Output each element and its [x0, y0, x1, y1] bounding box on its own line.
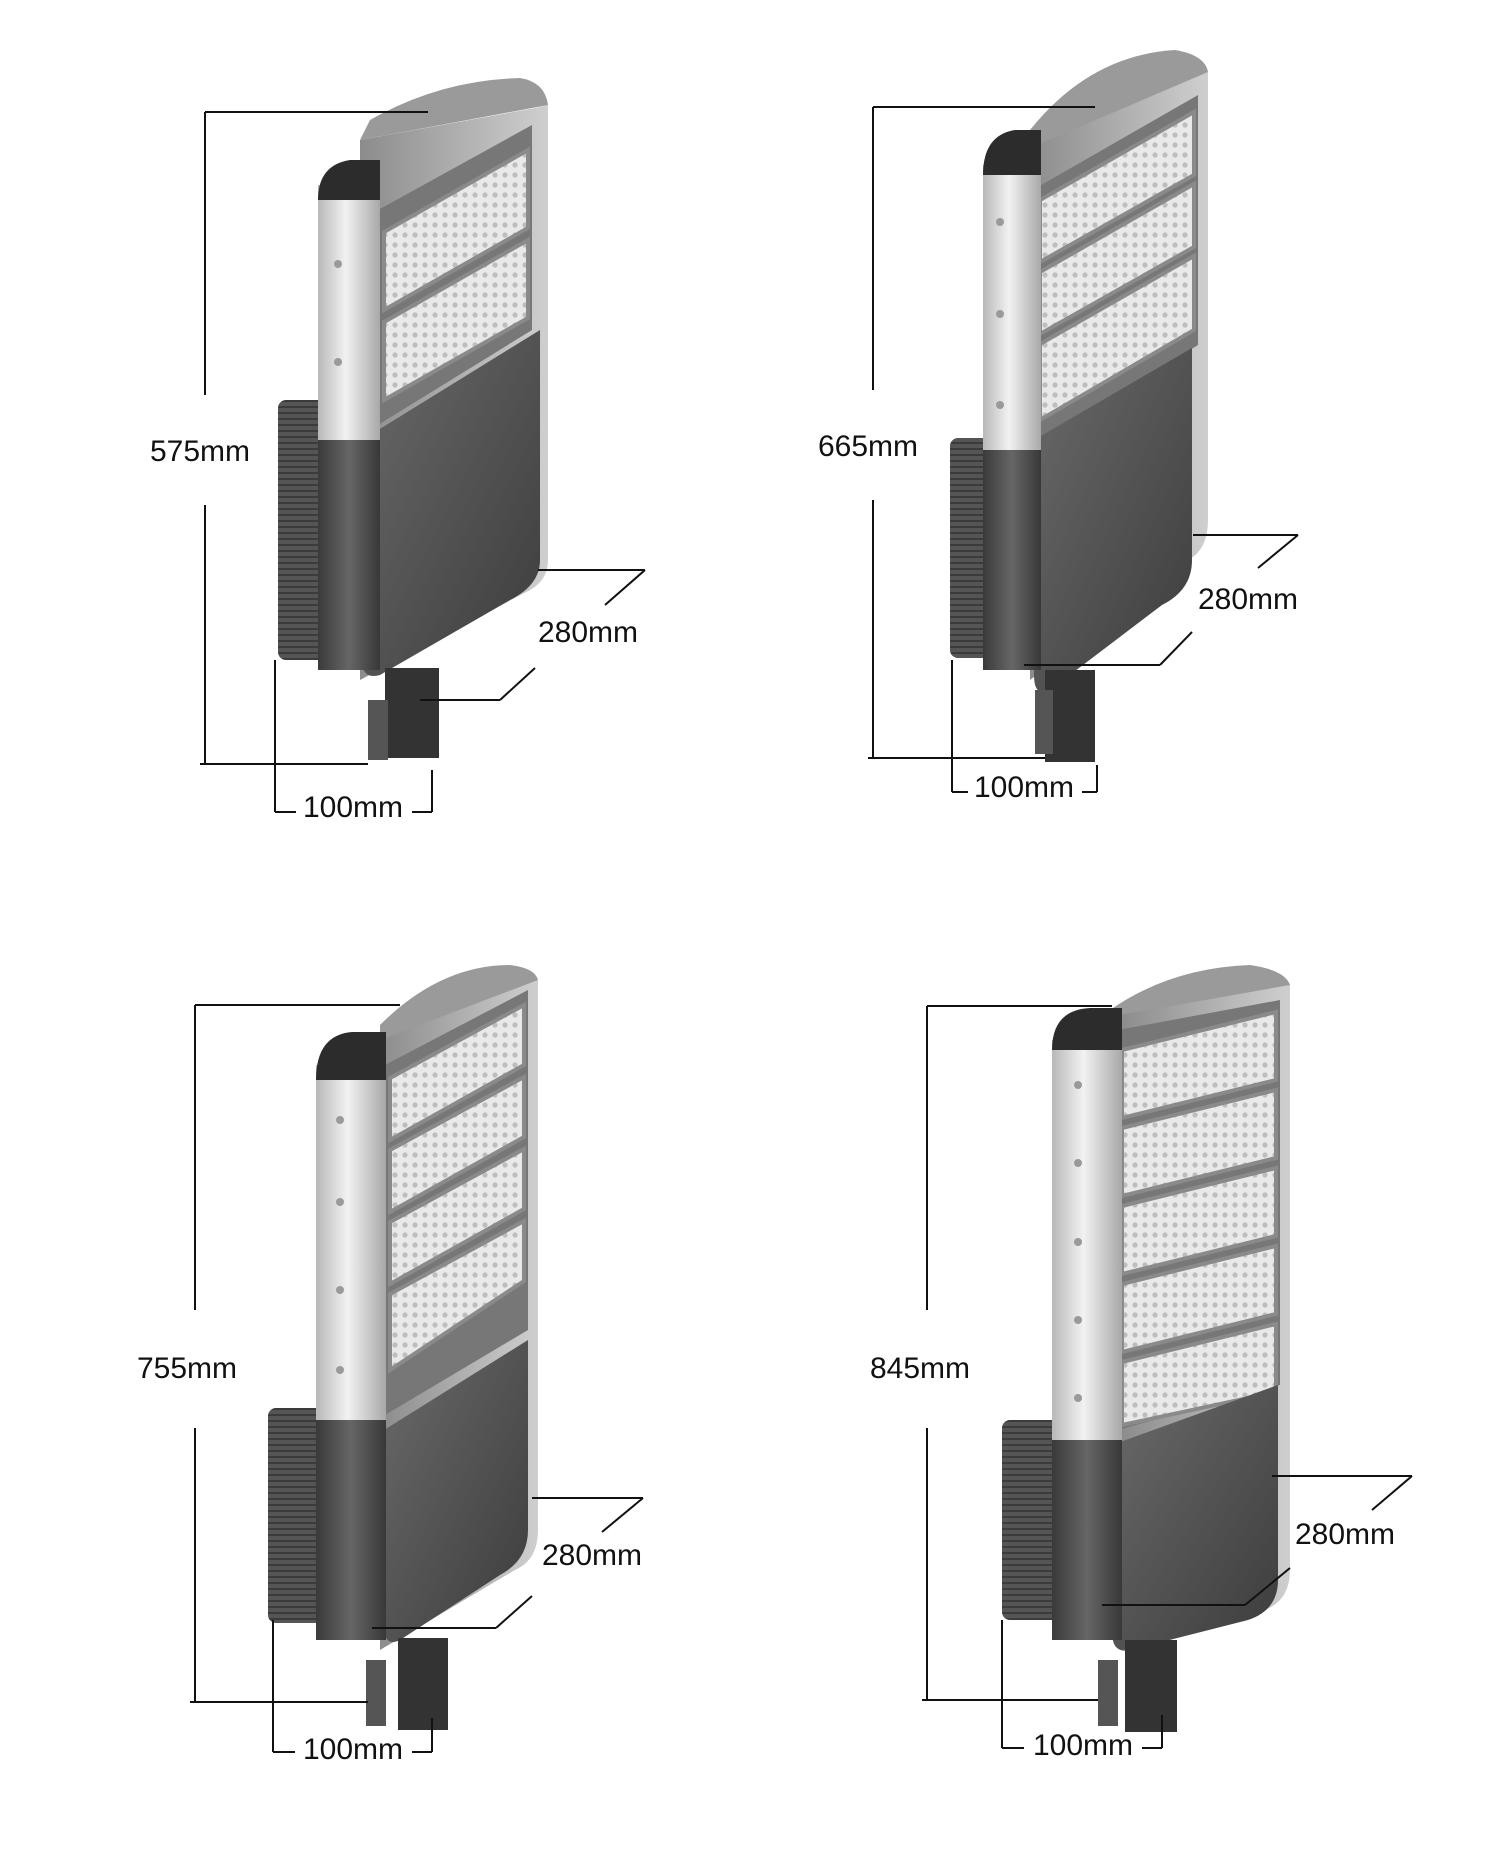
- arm-label: 100mm: [303, 1733, 403, 1766]
- width-label: 280mm: [542, 1539, 642, 1572]
- arm-dimension-4: 100mm: [1001, 1620, 1163, 1762]
- arm-label: 100mm: [1033, 1729, 1133, 1762]
- width-dimension-4: 280mm: [1102, 1475, 1413, 1606]
- product-3: 755mm 280mm 100mm: [137, 965, 644, 1766]
- height-dimension-4: 845mm: [870, 1005, 1112, 1701]
- height-label: 665mm: [818, 430, 918, 463]
- height-dimension-3: 755mm: [137, 1004, 400, 1703]
- arm-dimension-1: 100mm: [274, 660, 433, 824]
- arm-dimension-3: 100mm: [272, 1620, 433, 1766]
- street-light-image-2: [950, 50, 1208, 762]
- street-light-image-3: [268, 965, 538, 1730]
- height-dimension-2: 665mm: [818, 106, 1095, 759]
- width-label: 280mm: [1295, 1518, 1395, 1551]
- product-4: 845mm 280mm 100mm: [870, 965, 1413, 1762]
- width-label: 280mm: [538, 616, 638, 649]
- height-label: 845mm: [870, 1352, 970, 1385]
- width-dimension-2: 280mm: [1024, 534, 1299, 666]
- width-dimension-3: 280mm: [372, 1497, 644, 1629]
- width-dimension-1: 280mm: [420, 569, 646, 701]
- product-2: 665mm 280mm 100mm: [818, 50, 1299, 804]
- street-light-image-4: [1002, 965, 1290, 1732]
- arm-dimension-2: 100mm: [951, 660, 1098, 804]
- width-label: 280mm: [1198, 583, 1298, 616]
- street-light-image-1: [278, 78, 548, 760]
- arm-label: 100mm: [303, 791, 403, 824]
- arm-label: 100mm: [974, 771, 1074, 804]
- product-1: 575mm 280mm 100mm: [150, 78, 646, 824]
- height-label: 575mm: [150, 435, 250, 468]
- height-label: 755mm: [137, 1352, 237, 1385]
- height-dimension-1: 575mm: [150, 111, 428, 765]
